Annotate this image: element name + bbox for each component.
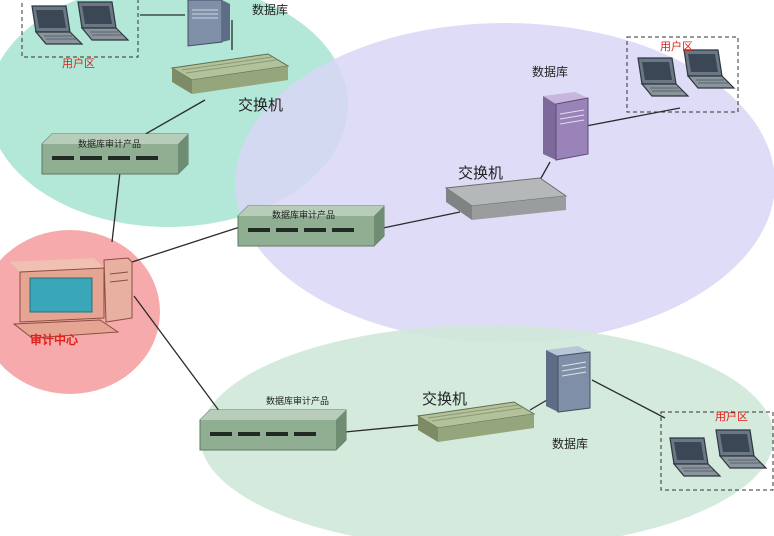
user-zone-label-bottom: 用户区 (715, 409, 748, 423)
database-server-bottom (546, 346, 591, 413)
switch-label-right: 交换机 (458, 164, 503, 182)
switch-right (444, 177, 568, 220)
user-zone-label-right: 用户区 (660, 39, 693, 53)
database-server-top (187, 0, 230, 47)
audit-center-computer (10, 257, 133, 339)
database-label-right: 数据库 (532, 64, 568, 79)
switch-label-bottom: 交换机 (422, 390, 467, 408)
user-zone-top-left: 用户区 (21, 0, 139, 70)
audit-product-label-top: 数据库审计产品 (78, 138, 141, 150)
audit-product-bottom (199, 409, 347, 451)
user-zone-right: 用户区 (626, 36, 739, 113)
audit-center-label: 审计中心 (30, 332, 78, 347)
switch-label-top: 交换机 (238, 96, 283, 114)
audit-product-label-middle: 数据库审计产品 (272, 209, 335, 221)
database-server-right (543, 92, 589, 161)
audit-product-label-bottom: 数据库审计产品 (266, 395, 329, 407)
database-label-top: 数据库 (252, 2, 288, 17)
connection-lines (111, 0, 681, 433)
database-label-bottom: 数据库 (552, 436, 588, 451)
user-zone-label: 用户区 (62, 56, 95, 70)
user-zone-bottom-right: 用户区 (660, 409, 774, 491)
